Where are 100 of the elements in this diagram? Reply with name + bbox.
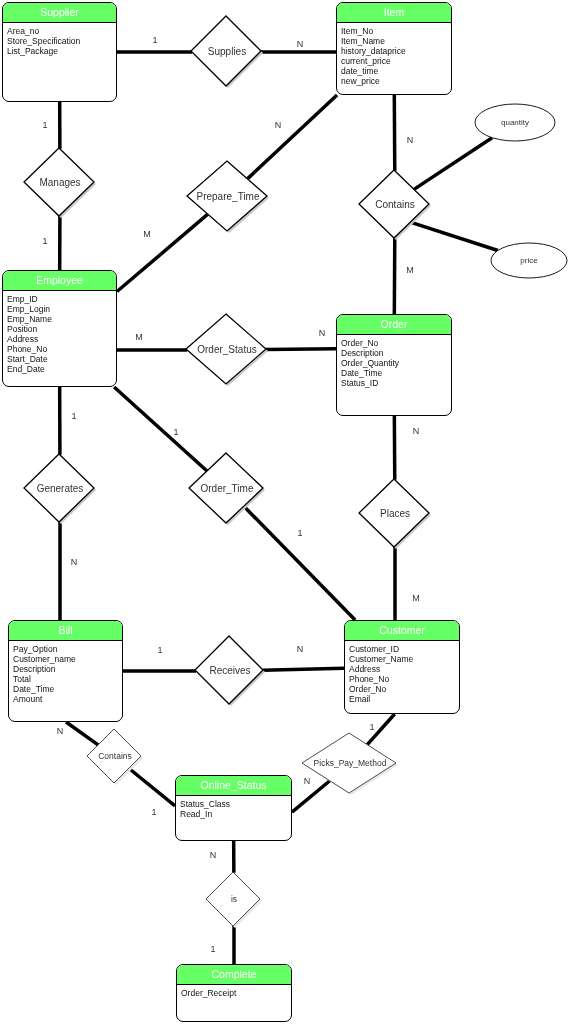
cardinality-label: N: [55, 726, 65, 736]
relationship-label: Prepare_Time: [196, 191, 260, 203]
relationship-label: Places: [380, 508, 410, 520]
connector-line: [231, 841, 236, 873]
entity-box: [2, 2, 117, 102]
attribute-text: Address: [349, 664, 381, 674]
relationship-diamond: [205, 871, 263, 929]
attribute-text: Date_Time: [13, 684, 55, 694]
attribute-text: Amount: [13, 694, 43, 704]
attribute-text: history_dataprice: [341, 46, 406, 56]
relationship-diamond: [301, 732, 399, 796]
connector-line: [127, 766, 177, 808]
cardinality-label: M: [134, 332, 144, 342]
connector-line: [57, 387, 62, 455]
attribute-text: End_Date: [7, 364, 45, 374]
cardinality-label: 1: [156, 645, 164, 655]
entity-box: [176, 964, 292, 1022]
attribute-text: Email: [349, 694, 371, 704]
relationship-diamond: [186, 160, 270, 234]
attribute-text: Item_Name: [341, 36, 385, 46]
cardinality-label: M: [405, 265, 415, 275]
attribute-text: Address: [7, 334, 39, 344]
cardinality-label: N: [295, 644, 305, 654]
relationship-label: Receives: [209, 665, 251, 677]
attribute-text: Date_Time: [341, 368, 383, 378]
relationship-diamond: [23, 147, 97, 219]
relationship-label: Generates: [36, 483, 84, 495]
entity-header: Online_Status: [176, 776, 291, 796]
entity-box: [2, 270, 117, 387]
attribute-text: Emp_Name: [7, 314, 52, 324]
connector-line: [413, 136, 494, 191]
attribute-text: Customer_name: [13, 654, 76, 664]
relationship-diamond: [190, 15, 264, 89]
relationship-label: Contains: [98, 752, 132, 762]
entity-header: Supplier: [3, 3, 116, 23]
connector-line: [57, 215, 62, 270]
relationship-label: Contains: [375, 199, 415, 211]
attribute-label: quantity: [501, 117, 529, 128]
attribute-text: Order_Receipt: [181, 988, 237, 998]
attribute-text: Phone_No: [7, 344, 48, 354]
attribute-text: Store_Specification: [7, 36, 81, 46]
connector-line: [365, 712, 396, 746]
attribute-text: Pay_Option: [13, 644, 58, 654]
cardinality-label: 1: [150, 807, 158, 817]
attribute-text: Read_In: [180, 809, 213, 819]
relationship-diamond: [358, 478, 432, 550]
relationship-diamond: [86, 728, 144, 786]
entity-box: [344, 620, 460, 714]
connector-line: [393, 546, 397, 620]
entity-box: [336, 2, 452, 95]
relationship-label: Supplies: [207, 46, 247, 58]
connector-line: [57, 102, 62, 149]
cardinality-label: 1: [41, 236, 49, 246]
attribute-text: List_Package: [7, 46, 59, 56]
attribute-text: Description: [341, 348, 384, 358]
connector-line: [392, 416, 397, 480]
relationship-diamond: [194, 635, 266, 707]
attribute-text: Item_No: [341, 26, 374, 36]
attribute-text: Phone_No: [349, 674, 390, 684]
entity-header: Complete: [177, 965, 291, 985]
connector-line: [117, 348, 188, 352]
cardinality-label: M: [411, 593, 421, 603]
relationship-diamond: [188, 452, 266, 526]
entity-header: Customer: [345, 621, 459, 641]
connector-line: [232, 925, 236, 964]
attribute-label: price: [520, 255, 538, 266]
entity-box: [175, 775, 292, 841]
cardinality-label: N: [302, 776, 312, 786]
attribute-text: Customer_Name: [349, 654, 414, 664]
attribute-text: Emp_Login: [7, 304, 50, 314]
attribute-text: Start_Date: [7, 354, 48, 364]
cardinality-label: N: [405, 135, 415, 145]
relationship-label: Picks_Pay_Method: [313, 759, 387, 769]
attribute-text: Order_No: [349, 684, 387, 694]
attribute-text: Total: [13, 674, 31, 684]
attribute-text: Order_Quantity: [341, 358, 400, 368]
attribute-text: Area_no: [7, 26, 40, 36]
cardinality-label: N: [273, 120, 283, 130]
attribute-text: new_price: [341, 76, 380, 86]
entity-box: [8, 620, 123, 722]
attribute-text: date_time: [341, 66, 379, 76]
attribute-text: Order_No: [341, 338, 379, 348]
connector-line: [262, 666, 345, 672]
connector-line: [392, 95, 397, 171]
cardinality-label: N: [295, 39, 305, 49]
relationship-diamond: [23, 453, 97, 525]
connector-line: [117, 50, 192, 54]
cardinality-label: 1: [209, 944, 217, 954]
attribute-ellipse: [490, 242, 568, 279]
connector-line: [65, 720, 100, 747]
cardinality-label: N: [317, 328, 327, 338]
entity-box: [336, 314, 452, 416]
attribute-text: Emp_ID: [7, 294, 38, 304]
attribute-text: Customer_ID: [349, 644, 400, 654]
cardinality-label: 1: [151, 35, 159, 45]
relationship-diamond: [185, 313, 269, 387]
cardinality-label: N: [208, 850, 218, 860]
cardinality-label: 1: [70, 411, 78, 421]
connector-line: [115, 212, 209, 293]
connector-line: [392, 237, 397, 314]
